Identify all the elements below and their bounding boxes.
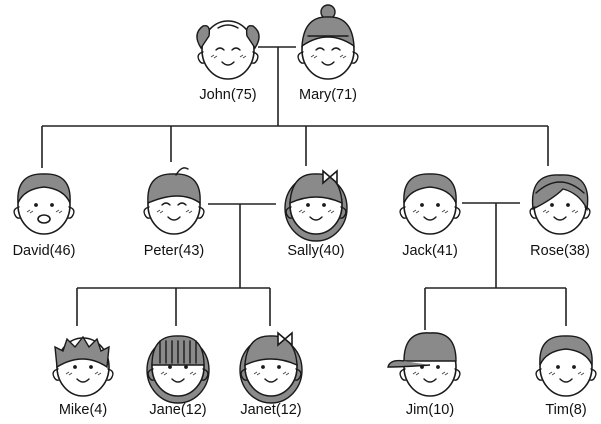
face-tim (535, 335, 597, 397)
label-jack: Jack(41) (402, 243, 458, 259)
tree-connectors (41, 46, 567, 330)
label-david: David(46) (13, 243, 76, 259)
face-jack (399, 173, 461, 235)
label-peter: Peter(43) (144, 243, 204, 259)
face-mike (52, 335, 114, 397)
face-janet (239, 331, 303, 404)
face-sally (284, 169, 348, 242)
face-rose (529, 174, 591, 235)
face-jane (146, 335, 210, 404)
label-jim: Jim(10) (406, 402, 454, 418)
label-sally: Sally(40) (287, 243, 344, 259)
face-david (13, 173, 75, 235)
face-jim (387, 332, 461, 397)
label-mary: Mary(71) (299, 87, 357, 103)
label-mike: Mike(4) (59, 402, 107, 418)
face-mary (297, 4, 359, 80)
member-faces (13, 4, 597, 404)
label-rose: Rose(38) (530, 243, 590, 259)
label-john: John(75) (199, 87, 256, 103)
face-peter (143, 167, 205, 235)
label-jane: Jane(12) (149, 402, 206, 418)
label-tim: Tim(8) (545, 402, 586, 418)
face-john (196, 20, 260, 80)
label-janet: Janet(12) (240, 402, 301, 418)
